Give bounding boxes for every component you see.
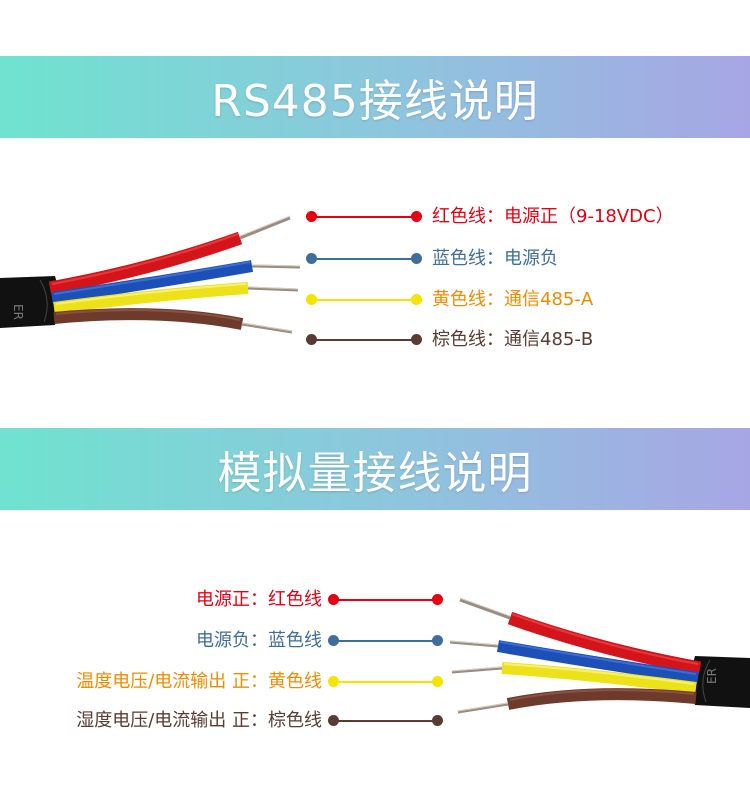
brown-connector-line — [312, 339, 416, 341]
yellow-connector-line — [312, 299, 416, 301]
red-dot-right — [432, 594, 443, 605]
wire-desc: 通信485-A — [504, 289, 594, 310]
red-connector-line — [312, 216, 416, 218]
rs485-banner: RS485接线说明 — [0, 56, 750, 138]
rs485-yellow-label: 黄色线：通信485-A — [432, 288, 593, 312]
wire-name: 蓝色线： — [432, 248, 504, 269]
analog-blue-label: 电源负：蓝色线 — [196, 629, 322, 653]
yellow-dot-right — [411, 294, 422, 305]
brown-dot-left — [328, 715, 339, 726]
svg-text:ER: ER — [705, 668, 719, 684]
red-dot-right — [411, 211, 422, 222]
wire-desc: 棕色线 — [268, 710, 322, 731]
analog-red-label: 电源正：红色线 — [196, 588, 322, 612]
wire-desc: 黄色线 — [268, 671, 322, 692]
wire-desc: 蓝色线 — [268, 630, 322, 651]
brown-connector-line — [334, 720, 438, 722]
analog-yellow-label: 温度电压/电流输出 正：黄色线 — [76, 670, 322, 694]
yellow-connector-line — [334, 681, 438, 683]
rs485-brown-label: 棕色线：通信485-B — [432, 328, 593, 352]
brown-dot-right — [432, 715, 443, 726]
blue-connector-line — [334, 640, 438, 642]
yellow-dot-left — [306, 294, 317, 305]
analog-title: 模拟量接线说明 — [217, 448, 533, 499]
red-dot-left — [306, 211, 317, 222]
yellow-dot-left — [328, 676, 339, 687]
rs485-red-label: 红色线：电源正（9-18VDC） — [432, 205, 674, 229]
wire-name: 电源正： — [196, 589, 268, 610]
yellow-dot-right — [432, 676, 443, 687]
wire-name: 湿度电压/电流输出 正： — [76, 710, 268, 731]
wire-name: 黄色线： — [432, 289, 504, 310]
analog-brown-label: 湿度电压/电流输出 正：棕色线 — [76, 709, 322, 733]
wire-desc: 红色线 — [268, 589, 322, 610]
red-connector-line — [334, 599, 438, 601]
blue-dot-right — [432, 635, 443, 646]
rs485-title: RS485接线说明 — [211, 76, 539, 127]
wire-desc: 电源负 — [504, 248, 558, 269]
rs485-cable-image: ER — [0, 215, 301, 334]
analog-banner: 模拟量接线说明 — [0, 428, 750, 510]
rs485-blue-label: 蓝色线：电源负 — [432, 247, 558, 271]
analog-cable-image: ER — [449, 597, 750, 714]
blue-dot-right — [411, 253, 422, 264]
red-dot-left — [328, 594, 339, 605]
blue-connector-line — [312, 258, 416, 260]
wire-name: 温度电压/电流输出 正： — [76, 671, 268, 692]
wire-name: 红色线： — [432, 206, 504, 227]
wire-desc: 通信485-B — [504, 329, 594, 350]
wire-name: 电源负： — [196, 630, 268, 651]
blue-dot-left — [328, 635, 339, 646]
wire-name: 棕色线： — [432, 329, 504, 350]
brown-dot-left — [306, 334, 317, 345]
blue-dot-left — [306, 253, 317, 264]
brown-dot-right — [411, 334, 422, 345]
wire-desc: 电源正（9-18VDC） — [504, 206, 674, 227]
svg-text:ER: ER — [11, 304, 25, 320]
